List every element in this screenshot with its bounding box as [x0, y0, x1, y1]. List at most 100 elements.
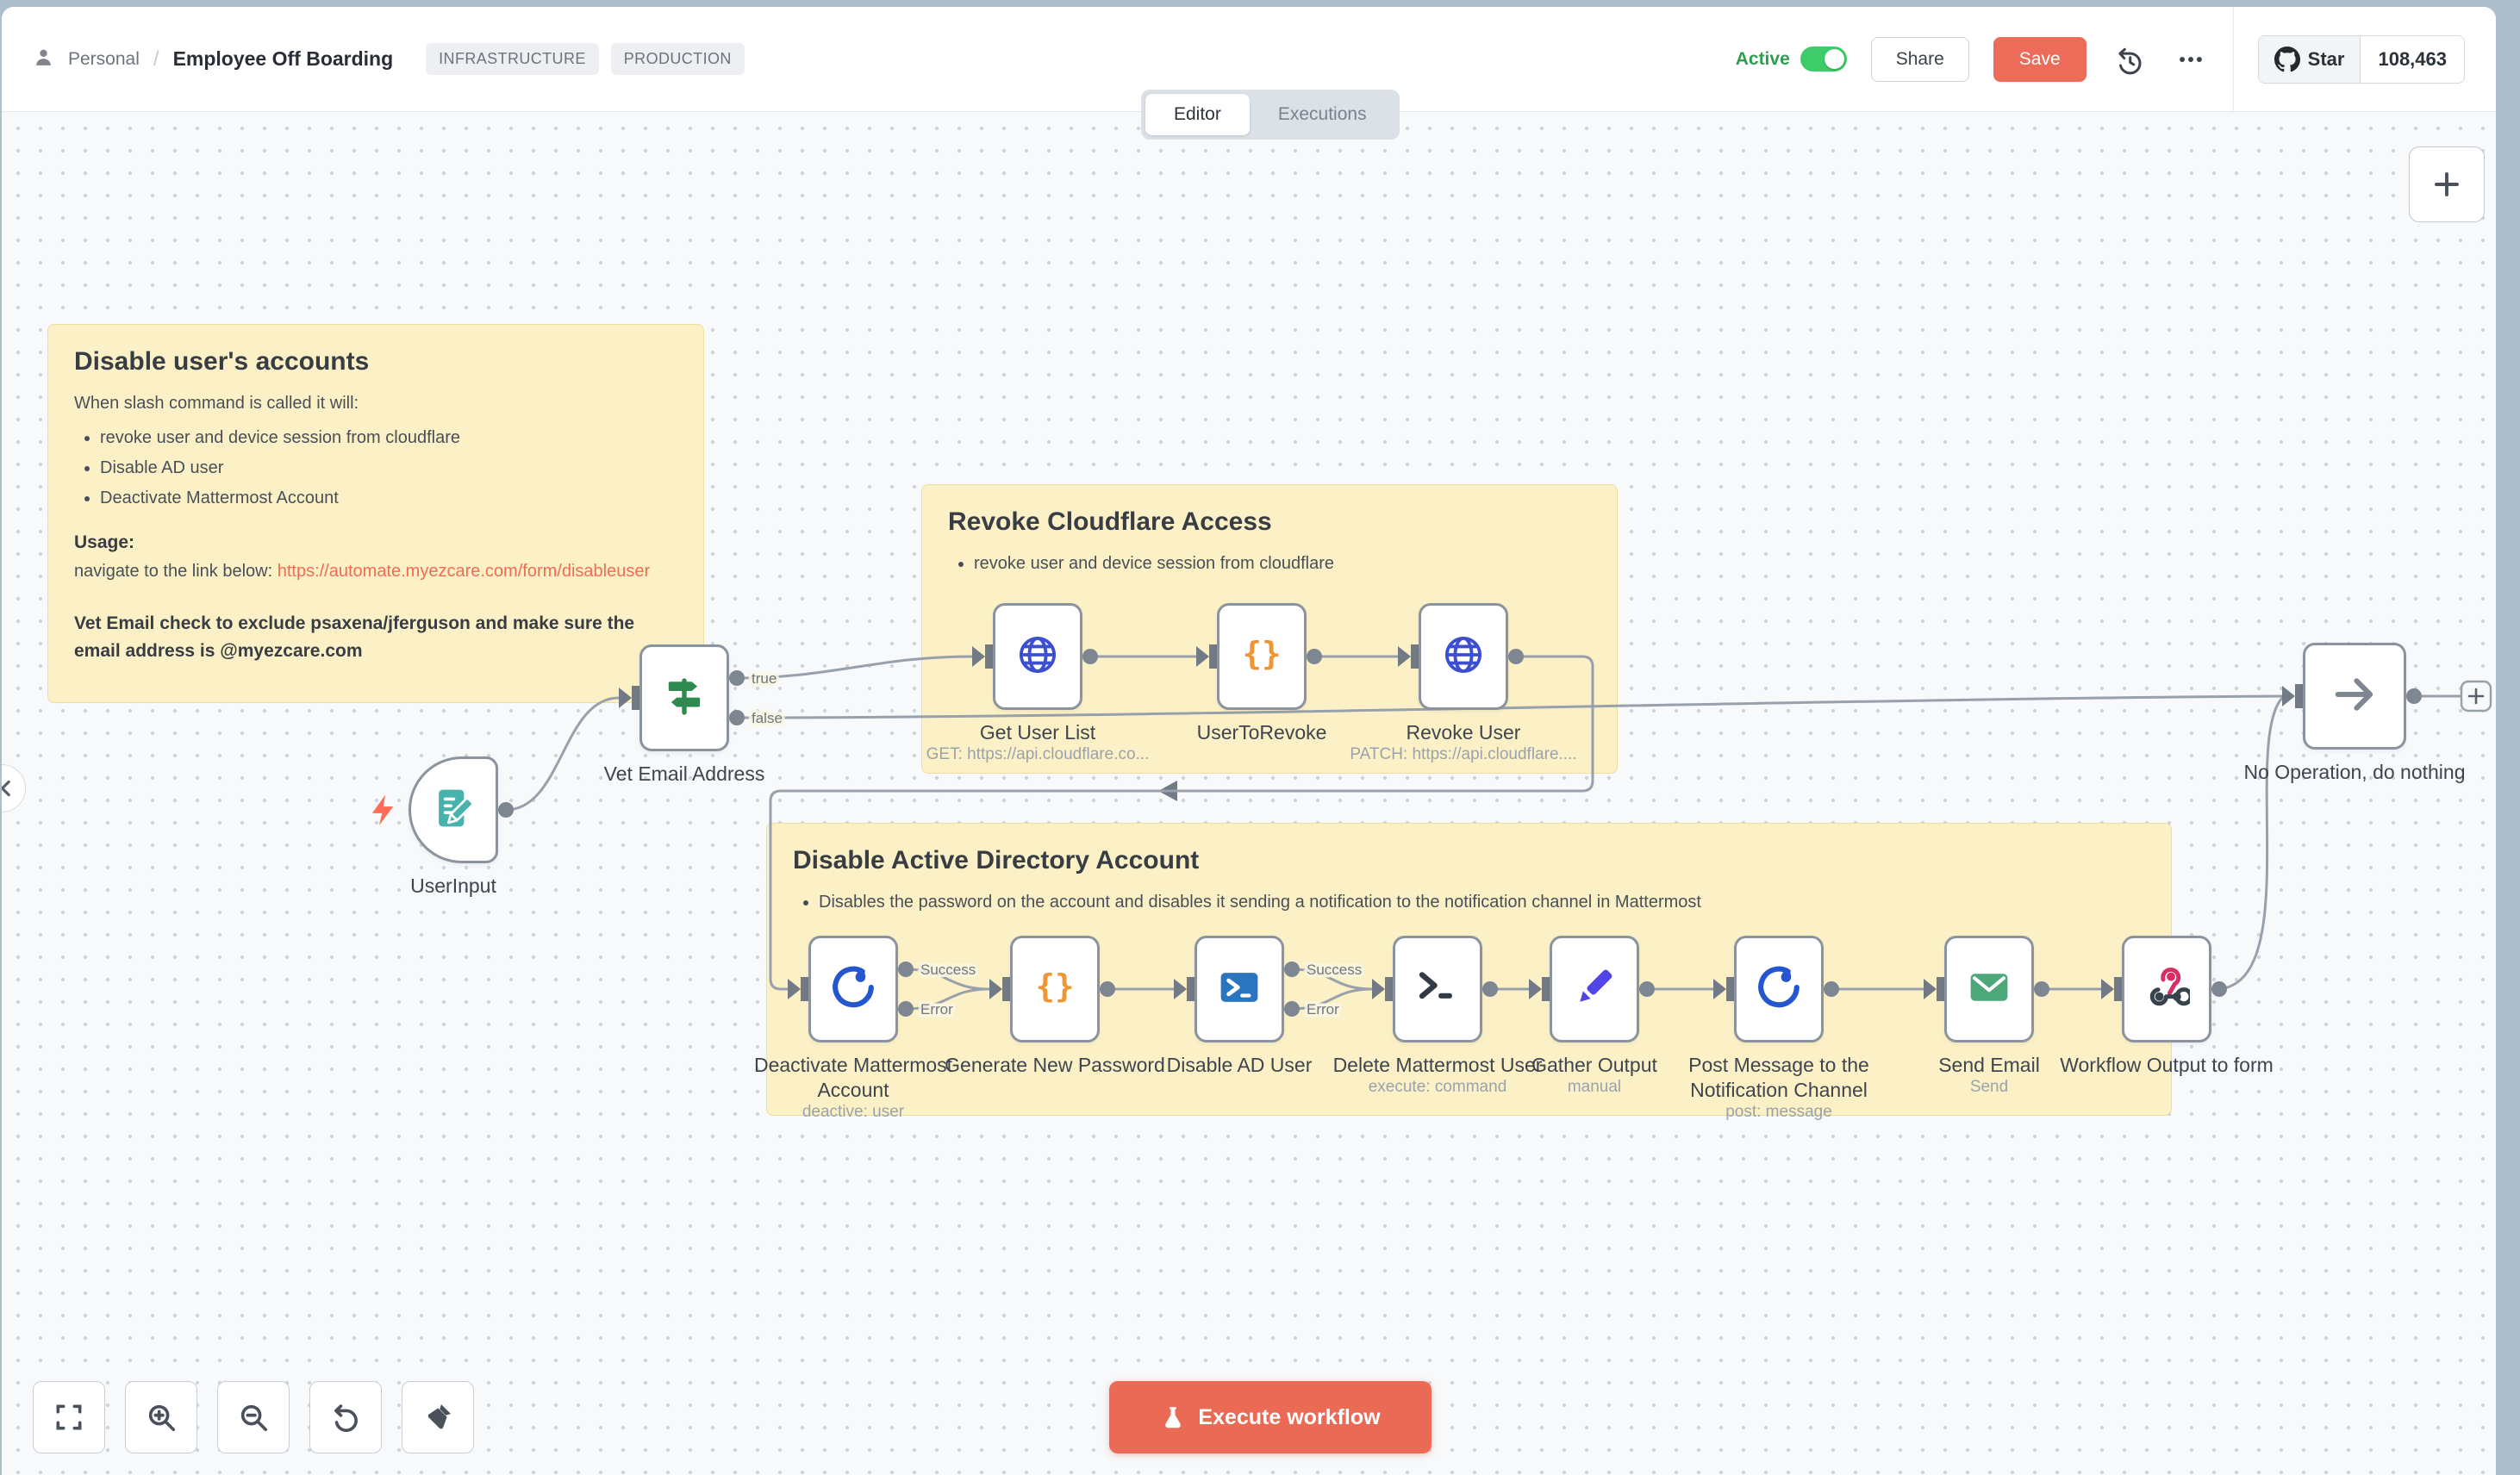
- sticky-title: Revoke Cloudflare Access: [948, 507, 1272, 536]
- globe-icon: [1014, 632, 1061, 682]
- collapse-sidebar-button[interactable]: [2, 764, 26, 812]
- webhook-icon: [2143, 964, 2193, 1015]
- braces-icon: {}: [1238, 632, 1285, 682]
- node-send-email[interactable]: [1944, 936, 2034, 1042]
- sticky-bullet: revoke user and device session from clou…: [100, 425, 677, 451]
- workflow-tags: INFRASTRUCTURE PRODUCTION: [426, 43, 745, 75]
- node-label-no-op: No Operation, do nothing: [2243, 761, 2466, 783]
- node-user-input[interactable]: [409, 756, 498, 863]
- execute-workflow-button[interactable]: Execute workflow: [1109, 1381, 1432, 1453]
- share-button[interactable]: Share: [1870, 36, 1969, 82]
- sticky-title: Disable Active Directory Account: [793, 846, 1200, 874]
- workflow-title[interactable]: Employee Off Boarding: [172, 47, 394, 70]
- node-revoke-user[interactable]: [1419, 603, 1508, 710]
- node-label-user-input: UserInput: [410, 874, 496, 897]
- add-node-button[interactable]: [2409, 146, 2485, 222]
- node-deactivate-mattermost[interactable]: [808, 936, 898, 1042]
- chevron-left-icon: [2, 780, 10, 797]
- broom-icon: [427, 1403, 452, 1429]
- mattermost-icon: [830, 964, 876, 1015]
- header-divider: [2232, 7, 2234, 111]
- reset-zoom-button[interactable]: [309, 1381, 382, 1453]
- sticky-title: Disable user's accounts: [74, 347, 370, 376]
- output-port[interactable]: [2211, 981, 2227, 997]
- zoom-in-button[interactable]: [125, 1381, 197, 1453]
- node-post-message[interactable]: [1734, 936, 1824, 1042]
- view-tabs: Editor Executions: [1141, 90, 1400, 140]
- github-star-widget[interactable]: Star 108,463: [2257, 34, 2465, 84]
- sticky-note-text: Vet Email check to exclude psaxena/jferg…: [74, 613, 635, 661]
- svg-text:{}: {}: [1243, 635, 1282, 672]
- fit-view-button[interactable]: [33, 1381, 105, 1453]
- breadcrumb-project[interactable]: Personal: [68, 48, 140, 69]
- node-label-vet-email: Vet Email Address: [603, 762, 765, 785]
- node-vet-email[interactable]: [639, 644, 729, 751]
- trigger-bolt-icon: [365, 792, 402, 832]
- signpost-icon: [662, 674, 707, 723]
- input-port[interactable]: [2295, 684, 2303, 708]
- output-port[interactable]: [2406, 688, 2422, 704]
- envelope-icon: [1966, 964, 2012, 1015]
- node-disable-ad[interactable]: [1195, 936, 1284, 1042]
- zoom-out-button[interactable]: [217, 1381, 290, 1453]
- sticky-bullets: revoke user and device session from clou…: [948, 551, 1591, 577]
- sticky-bullets: revoke user and device session from clou…: [74, 425, 677, 512]
- connection-workflow-output-to-no-op: [2217, 696, 2284, 991]
- output-port[interactable]: [498, 802, 514, 818]
- execute-workflow-label: Execute workflow: [1198, 1404, 1381, 1429]
- sticky-intro: When slash command is called it will:: [74, 394, 359, 413]
- input-port-arrow[interactable]: [2282, 686, 2295, 706]
- node-gather-output[interactable]: [1550, 936, 1639, 1042]
- sticky-usage-link[interactable]: https://automate.myezcare.com/form/disab…: [277, 562, 651, 581]
- node-generate-password[interactable]: {}: [1010, 936, 1100, 1042]
- sticky-usage-text: navigate to the link below:: [74, 562, 278, 581]
- plus-icon: [2467, 688, 2485, 705]
- wire-arrow-left: [1158, 781, 1177, 801]
- sticky-bullet: Deactivate Mattermost Account: [100, 485, 677, 512]
- app-window: Personal / Employee Off Boarding INFRAST…: [2, 7, 2496, 1475]
- active-label: Active: [1735, 48, 1790, 69]
- breadcrumb: Personal / Employee Off Boarding INFRAST…: [33, 43, 745, 75]
- output-port[interactable]: [729, 710, 745, 725]
- node-get-user-list[interactable]: [993, 603, 1082, 710]
- canvas-zoom-toolbar: [33, 1381, 474, 1453]
- github-star-label: Star: [2307, 47, 2345, 70]
- history-icon: [2118, 47, 2142, 74]
- tab-editor[interactable]: Editor: [1145, 94, 1250, 135]
- node-no-op[interactable]: [2303, 643, 2406, 750]
- sticky-bullet: revoke user and device session from clou…: [974, 551, 1591, 577]
- node-user-to-revoke[interactable]: {}: [1217, 603, 1307, 710]
- fit-view-icon: [56, 1404, 82, 1430]
- tag-infrastructure[interactable]: INFRASTRUCTURE: [426, 43, 599, 75]
- github-star-count: 108,463: [2360, 35, 2464, 83]
- sticky-bullet: Disable AD user: [100, 455, 677, 482]
- tag-production[interactable]: PRODUCTION: [610, 43, 745, 75]
- active-toggle[interactable]: [1800, 47, 1847, 72]
- toggle-knob: [1824, 49, 1844, 69]
- output-port[interactable]: [729, 670, 745, 686]
- terminal-icon: [1414, 964, 1461, 1015]
- sticky-bullets: Disables the password on the account and…: [793, 889, 2145, 916]
- globe-icon: [1440, 632, 1487, 682]
- history-button[interactable]: [2111, 40, 2149, 78]
- zoom-out-icon: [240, 1404, 268, 1432]
- tidy-up-button[interactable]: [402, 1381, 474, 1453]
- form-icon: [430, 785, 477, 836]
- node-workflow-output[interactable]: [2122, 936, 2211, 1042]
- person-icon: [33, 47, 54, 72]
- arrow-right-icon: [2330, 669, 2380, 724]
- save-button[interactable]: Save: [1993, 36, 2086, 82]
- add-node-endpoint-button[interactable]: [2460, 680, 2492, 713]
- node-delete-mattermost[interactable]: [1393, 936, 1482, 1042]
- pencil-icon: [1571, 964, 1618, 1015]
- tab-executions[interactable]: Executions: [1277, 104, 1367, 124]
- breadcrumb-separator: /: [153, 47, 159, 71]
- port-label-true: true: [752, 670, 777, 687]
- more-menu-button[interactable]: [2173, 41, 2209, 78]
- github-icon: [2274, 46, 2300, 72]
- zoom-in-icon: [148, 1404, 176, 1432]
- mattermost-icon: [1756, 964, 1802, 1015]
- ellipsis-icon: [2179, 56, 2202, 62]
